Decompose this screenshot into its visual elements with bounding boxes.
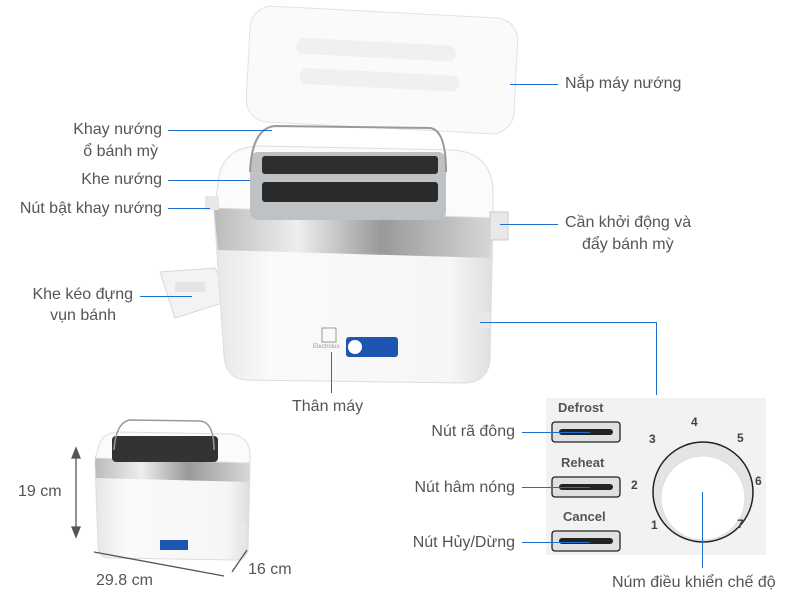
label-crumb-2: vụn bánh [50, 307, 116, 324]
label-slot: Khe nướng [81, 171, 162, 188]
callout-line [702, 492, 703, 568]
main-toaster [205, 124, 509, 384]
dial-number: 3 [649, 432, 656, 446]
label-tray-1: Khay nướng [73, 121, 162, 138]
label-lid: Nắp máy nướng [565, 75, 682, 92]
dial-number: 4 [691, 415, 698, 429]
dimension-depth: 16 cm [248, 561, 292, 578]
label-tray-2: ổ bánh mỳ [83, 143, 158, 160]
callout-line [480, 322, 656, 323]
label-body: Thân máy [292, 398, 364, 415]
callout-line [331, 352, 332, 393]
callout-line [522, 432, 590, 433]
callout-line [500, 224, 558, 225]
callout-line [510, 84, 558, 85]
label-reheat: Nút hâm nóng [414, 479, 515, 496]
callout-line [168, 208, 210, 209]
label-lever-2: đẩy bánh mỳ [582, 236, 674, 253]
control-panel [546, 398, 766, 555]
dial-number: 7 [737, 517, 744, 531]
callout-line [168, 180, 250, 181]
callout-line [522, 487, 590, 488]
dimension-width: 29.8 cm [96, 572, 153, 589]
label-defrost: Nút rã đông [431, 423, 515, 440]
label-tray-button: Nút bật khay nướng [19, 200, 162, 217]
callout-line [168, 130, 272, 131]
lid [245, 5, 519, 135]
small-toaster [94, 419, 251, 561]
dial-number: 2 [631, 478, 638, 492]
callout-line [140, 296, 192, 297]
dial-number: 1 [651, 518, 658, 532]
reheat-text: Reheat [561, 455, 605, 470]
defrost-text: Defrost [558, 400, 604, 415]
dial-number: 5 [737, 431, 744, 445]
dial-number: 6 [755, 474, 762, 488]
label-dial: Núm điều khiển chế độ [612, 574, 776, 591]
label-lever-1: Cần khởi động và [565, 214, 692, 231]
dimension-arrows [71, 446, 248, 577]
dimension-height: 19 cm [18, 483, 62, 500]
callout-line [522, 542, 590, 543]
cancel-text: Cancel [563, 509, 606, 524]
callout-line [656, 322, 657, 395]
label-cancel: Nút Hủy/Dừng [412, 534, 515, 551]
brand-wordmark: Electrolux [313, 344, 340, 350]
label-crumb-1: Khe kéo đựng [32, 286, 133, 303]
